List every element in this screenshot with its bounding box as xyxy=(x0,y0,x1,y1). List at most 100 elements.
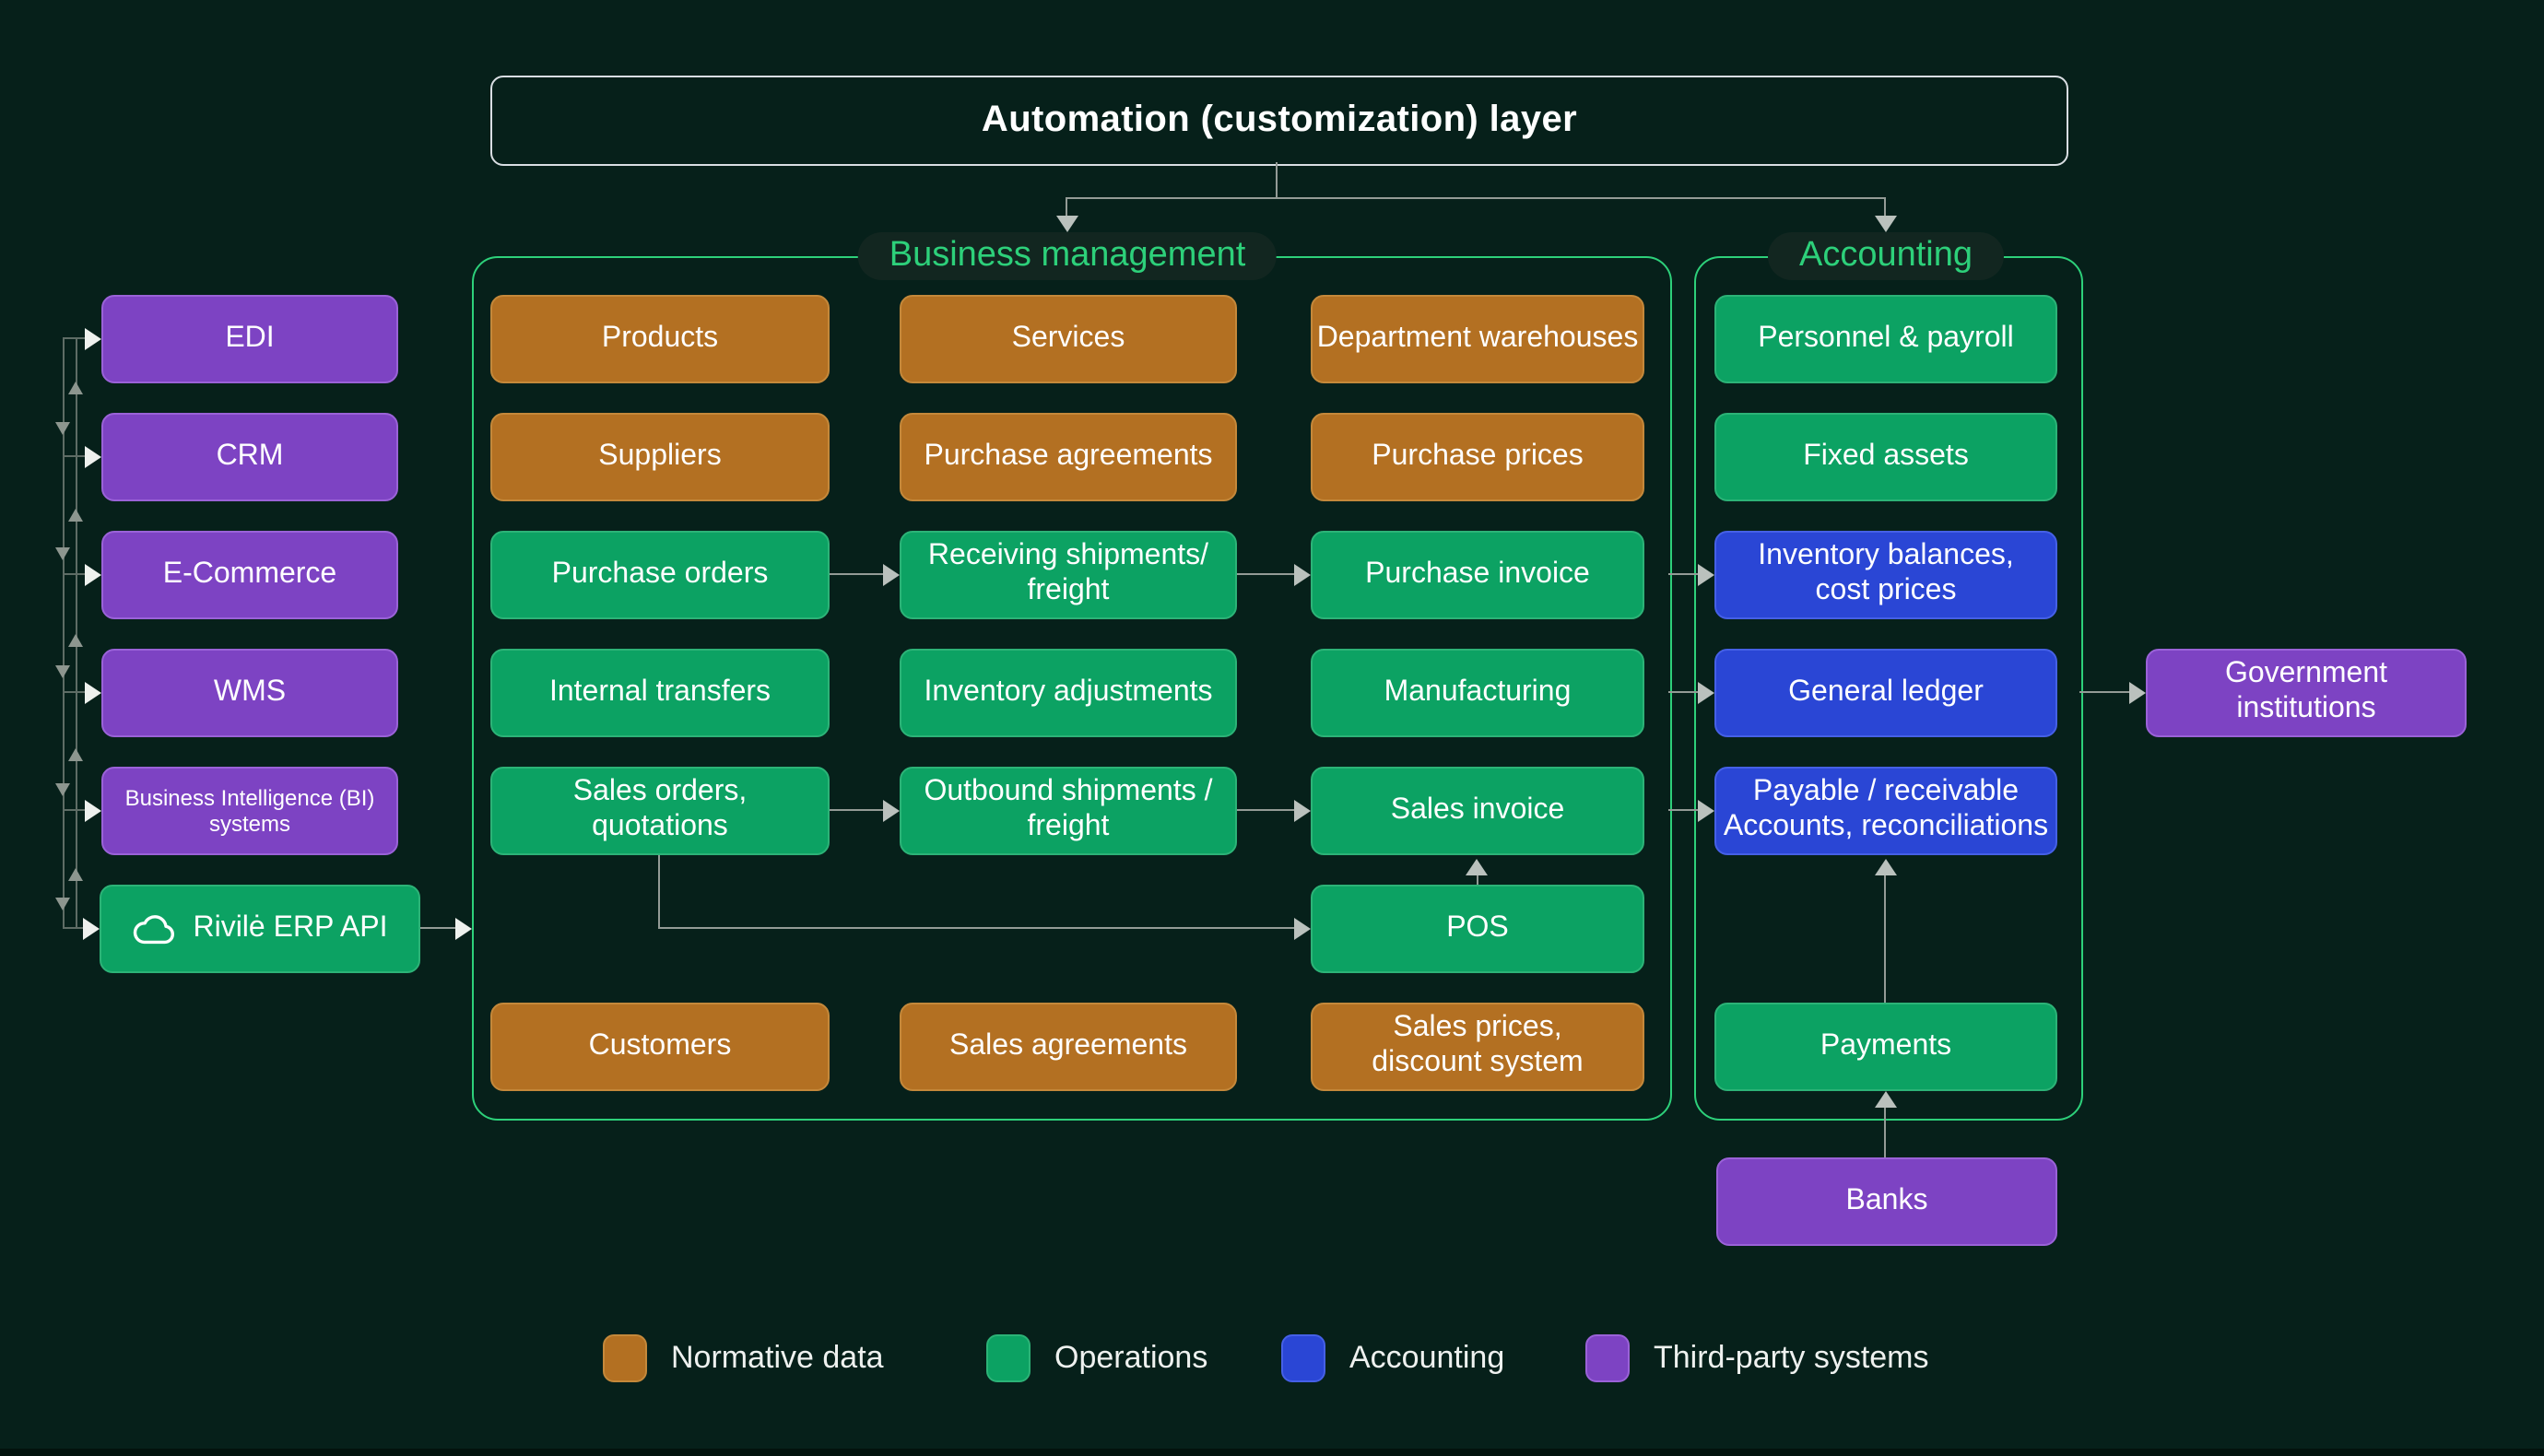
bottom-edge-band xyxy=(0,1449,2544,1456)
box-sales-agreements: Sales agreements xyxy=(900,1003,1237,1091)
connector-receiving-to-purchase-invoice xyxy=(1237,573,1294,575)
arrowhead-to-payable xyxy=(1698,800,1714,822)
box-department-warehouses: Department warehouses xyxy=(1311,295,1644,383)
connector-title-split xyxy=(1067,197,1886,199)
branch-to-edi xyxy=(63,337,87,339)
rail-down-arrow-2 xyxy=(55,547,70,560)
box-services: Services xyxy=(900,295,1237,383)
box-crm: CRM xyxy=(101,413,398,501)
arrowhead-to-sales-invoice xyxy=(1294,800,1311,822)
box-inventory-balances: Inventory balances, cost prices xyxy=(1714,531,2057,619)
connector-sales-orders-to-pos xyxy=(658,927,1294,929)
legend-item-accounting: Accounting xyxy=(1281,1334,1505,1382)
arrowhead-to-erp-api xyxy=(83,918,100,940)
branch-to-bi xyxy=(63,809,87,811)
connector-purchase-orders-to-receiving xyxy=(830,573,883,575)
box-banks: Banks xyxy=(1716,1157,2057,1246)
connector-title-stem xyxy=(1276,162,1278,199)
arrowhead-to-receiving xyxy=(883,564,900,586)
connector-outbound-to-sales-invoice xyxy=(1237,809,1294,811)
box-purchase-prices: Purchase prices xyxy=(1311,413,1644,501)
branch-to-ecommerce xyxy=(63,573,87,575)
connector-sales-orders-down xyxy=(658,855,660,929)
legend-label-accounting: Accounting xyxy=(1349,1340,1505,1375)
legend-item-operations: Operations xyxy=(986,1334,1208,1382)
box-purchase-invoice: Purchase invoice xyxy=(1311,531,1644,619)
legend-swatch-operations xyxy=(986,1334,1031,1382)
box-government-institutions: Government institutions xyxy=(2146,649,2467,737)
connector-sales-orders-to-outbound xyxy=(830,809,883,811)
box-receiving-shipments: Receiving shipments/ freight xyxy=(900,531,1237,619)
legend-item-normative-data: Normative data xyxy=(603,1334,884,1382)
box-customers: Customers xyxy=(490,1003,830,1091)
box-manufacturing: Manufacturing xyxy=(1311,649,1644,737)
arrowhead-to-crm xyxy=(85,446,101,468)
business-management-group-label: Business management xyxy=(857,232,1278,280)
rail-up-arrow-5 xyxy=(68,868,83,881)
arrowhead-to-pos xyxy=(1294,918,1311,940)
rail-down-arrow-5 xyxy=(55,898,70,910)
legend-label-operations: Operations xyxy=(1054,1340,1208,1375)
connector-purchase-invoice-to-inventory-balances xyxy=(1668,573,1698,575)
branch-to-wms xyxy=(63,691,87,693)
legend-swatch-normative-data xyxy=(603,1334,647,1382)
rail-up-arrow-1 xyxy=(68,382,83,394)
box-fixed-assets: Fixed assets xyxy=(1714,413,2057,501)
connector-banks-to-payments xyxy=(1884,1108,1886,1157)
connector-payments-to-payable xyxy=(1884,875,1886,1003)
box-internal-transfers: Internal transfers xyxy=(490,649,830,737)
arrowhead-to-ecommerce xyxy=(85,564,101,586)
box-bi-systems: Business Intelligence (BI) systems xyxy=(101,767,398,855)
box-sales-prices: Sales prices, discount system xyxy=(1311,1003,1644,1091)
box-outbound-shipments: Outbound shipments / freight xyxy=(900,767,1237,855)
left-rail-down xyxy=(63,339,65,929)
connector-title-left-drop xyxy=(1066,197,1067,216)
box-pos: POS xyxy=(1311,885,1644,973)
connector-sales-invoice-to-payable xyxy=(1668,809,1698,811)
arrowhead-to-wms xyxy=(85,682,101,704)
box-rivile-erp-api: Rivilė ERP API xyxy=(100,885,420,973)
arrowhead-banks-to-payments xyxy=(1875,1091,1897,1108)
automation-layer-label: Automation (customization) layer xyxy=(981,100,1578,140)
erp-api-label: Rivilė ERP API xyxy=(193,911,388,944)
rail-up-arrow-2 xyxy=(68,509,83,522)
arrowhead-to-accounting xyxy=(1875,216,1897,232)
box-purchase-orders: Purchase orders xyxy=(490,531,830,619)
connector-title-right-drop xyxy=(1884,197,1886,216)
arrowhead-to-bi xyxy=(85,800,101,822)
arrowhead-to-government xyxy=(2129,682,2146,704)
box-suppliers: Suppliers xyxy=(490,413,830,501)
box-wms: WMS xyxy=(101,649,398,737)
legend-label-normative-data: Normative data xyxy=(671,1340,884,1375)
legend-label-third-party: Third-party systems xyxy=(1654,1340,1929,1375)
arrowhead-erp-to-business xyxy=(455,918,472,940)
accounting-group-label: Accounting xyxy=(1767,232,2005,280)
legend-swatch-third-party xyxy=(1585,1334,1630,1382)
arrowhead-to-edi xyxy=(85,328,101,350)
connector-manufacturing-to-general-ledger xyxy=(1668,691,1698,693)
box-products: Products xyxy=(490,295,830,383)
box-purchase-agreements: Purchase agreements xyxy=(900,413,1237,501)
rail-down-arrow-1 xyxy=(55,422,70,435)
box-ecommerce: E-Commerce xyxy=(101,531,398,619)
box-sales-orders: Sales orders, quotations xyxy=(490,767,830,855)
legend-item-third-party: Third-party systems xyxy=(1585,1334,1929,1382)
rail-up-arrow-4 xyxy=(68,748,83,761)
connector-ledger-to-government xyxy=(2079,691,2129,693)
rail-up-arrow-3 xyxy=(68,634,83,647)
cloud-icon xyxy=(132,913,176,945)
box-payments: Payments xyxy=(1714,1003,2057,1091)
connector-pos-to-sales-invoice xyxy=(1477,874,1478,885)
rail-down-arrow-4 xyxy=(55,783,70,796)
box-sales-invoice: Sales invoice xyxy=(1311,767,1644,855)
branch-to-erp-api xyxy=(63,927,85,929)
box-personnel-payroll: Personnel & payroll xyxy=(1714,295,2057,383)
connector-erp-to-business xyxy=(420,927,455,929)
automation-layer-box: Automation (customization) layer xyxy=(490,76,2068,166)
legend-swatch-accounting xyxy=(1281,1334,1325,1382)
arrowhead-to-general-ledger xyxy=(1698,682,1714,704)
arrowhead-pos-to-sales-invoice xyxy=(1466,859,1488,875)
arrowhead-payments-to-payable xyxy=(1875,859,1897,875)
arrowhead-to-inventory-balances xyxy=(1698,564,1714,586)
